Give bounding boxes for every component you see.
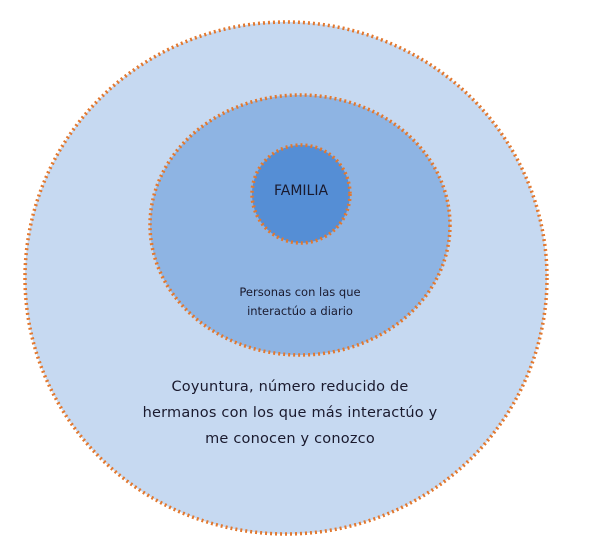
middle-circle-label: Personas con las que interactúo a diario xyxy=(200,283,400,321)
outer-label-line: hermanos con los que más interactúo y xyxy=(142,405,438,421)
middle-label-line: Personas con las que xyxy=(239,285,361,299)
middle-label-line: interactúo a diario xyxy=(247,304,353,318)
inner-circle-label: FAMILIA xyxy=(273,183,329,199)
inner-circle xyxy=(250,143,352,245)
outer-label-line: Coyuntura, número reducido de xyxy=(171,379,409,395)
outer-circle-label: Coyuntura, número reducido de hermanos c… xyxy=(130,374,450,452)
outer-label-line: me conocen y conozco xyxy=(205,431,375,447)
